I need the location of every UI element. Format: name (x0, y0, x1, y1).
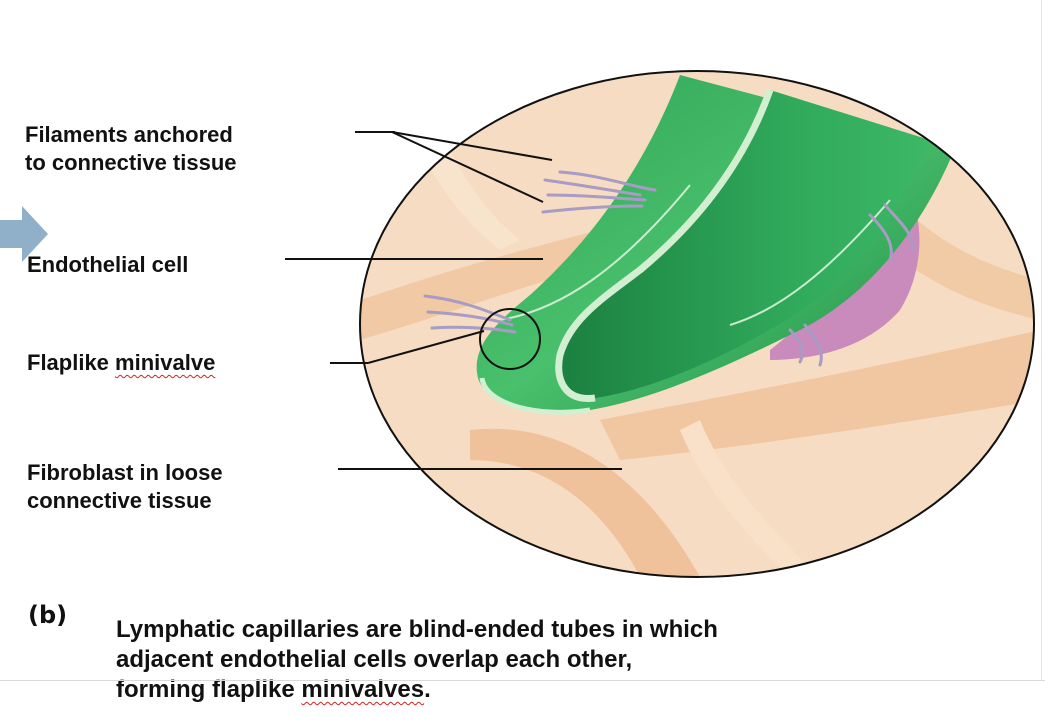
bottom-divider (0, 680, 1045, 681)
minivalve-highlight-circle (479, 308, 541, 370)
right-divider (1041, 0, 1042, 680)
leader-lines (285, 131, 622, 470)
tissue-strand (360, 230, 620, 340)
cell-border (729, 199, 891, 326)
magnified-oval (359, 70, 1035, 578)
anchoring-filaments (423, 170, 914, 367)
tissue-strand (600, 330, 1034, 460)
label-filaments-line1: Filaments anchored (25, 122, 233, 147)
caption-line2: adjacent endothelial cells overlap each … (116, 646, 633, 673)
label-endothelial-cell: Endothelial cell (27, 252, 189, 277)
label-filaments-line2: to connective tissue (25, 150, 237, 175)
figure-part-letter: (b) (28, 601, 68, 629)
label-fibroblast-line2: connective tissue (27, 488, 212, 513)
tissue-strand (470, 428, 700, 577)
oval-outline (359, 70, 1035, 578)
caption-line3-suffix: . (424, 676, 431, 703)
caption-line1: Lymphatic capillaries are blind-ended tu… (116, 616, 718, 643)
capillary-rim (479, 377, 591, 415)
leader-line-minivalve (367, 330, 485, 364)
leader-line-filaments (391, 131, 553, 161)
capillary-lumen (558, 90, 930, 399)
capillary-rim (555, 88, 774, 402)
label-filaments: Filaments anchored to connective tissue (25, 121, 237, 177)
label-minivalve-word: minivalve (115, 350, 216, 375)
figure-caption: Lymphatic capillaries are blind-ended tu… (116, 615, 718, 705)
leader-line-filaments (391, 131, 544, 203)
cell-border (499, 184, 691, 321)
arrow-right-icon (0, 206, 48, 262)
label-flaplike-minivalve: Flaplike minivalve (27, 349, 215, 377)
label-fibroblast-line1: Fibroblast in loose (27, 460, 223, 485)
label-minivalve-prefix: Flaplike (27, 350, 116, 375)
tissue-strand (680, 420, 820, 577)
label-fibroblast: Fibroblast in loose connective tissue (27, 459, 223, 515)
